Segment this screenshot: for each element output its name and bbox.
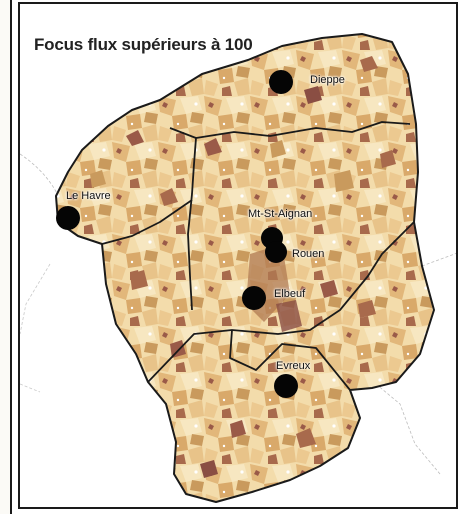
label-le-havre: Le Havre [66, 190, 111, 202]
label-dieppe: Dieppe [310, 74, 345, 86]
marker-elbeuf [242, 286, 266, 310]
outside-boundary [421, 253, 456, 267]
outside-boundary [20, 263, 51, 335]
internal-boundaries [101, 121, 415, 391]
marker-rouen [265, 241, 287, 263]
outside-boundary [20, 383, 41, 393]
marker-dieppe [269, 70, 293, 94]
map-panel: Focus flux supérieurs à 100 Dieppe Le Ha… [18, 2, 458, 509]
label-mt-st-aignan: Mt-St-Aignan [248, 208, 313, 220]
outside-boundary [375, 383, 441, 475]
city-markers [56, 70, 298, 398]
marker-evreux [274, 374, 298, 398]
flux-density-overlay [90, 56, 396, 478]
map-title: Focus flux supérieurs à 100 [34, 35, 253, 54]
map-canvas [20, 33, 456, 503]
adjacent-map-edge [0, 0, 12, 514]
label-evreux: Evreux [276, 360, 311, 372]
marker-le-havre [56, 206, 80, 230]
label-rouen: Rouen [292, 248, 325, 260]
label-elbeuf: Elbeuf [274, 288, 306, 300]
